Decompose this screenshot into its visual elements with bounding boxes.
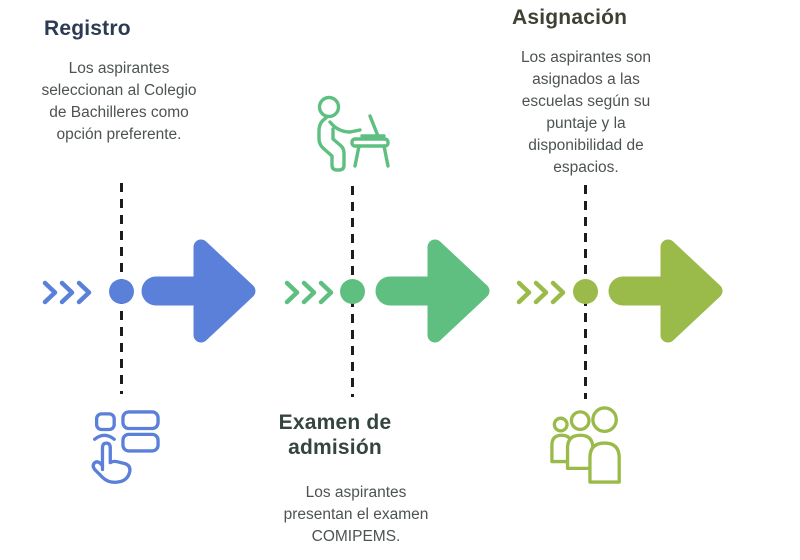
step-title-registro: Registro	[44, 17, 131, 40]
timeline-dot-2	[340, 279, 365, 304]
step-title-examen: Examen de admisión	[278, 411, 392, 459]
step-title-asignacion: Asignación	[512, 6, 628, 29]
big-arrow-icon	[141, 239, 256, 343]
group-of-people-icon	[550, 406, 621, 484]
hand-selecting-option-icon	[91, 410, 160, 484]
big-arrow-icon	[608, 239, 723, 343]
person-at-desk-icon	[317, 95, 390, 172]
triple-chevron-icon	[516, 280, 566, 305]
triple-chevron-icon	[42, 280, 92, 305]
triple-chevron-icon	[284, 280, 334, 305]
timeline-dot-3	[573, 279, 598, 304]
step-description-asignacion: Los aspirantes son asignados a las escue…	[520, 49, 652, 176]
timeline-dot-1	[109, 279, 134, 304]
step-description-examen: Los aspirantes presentan el examen COMIP…	[283, 484, 429, 545]
step-description-registro: Los aspirantes seleccionan al Colegio de…	[41, 60, 197, 143]
big-arrow-icon	[375, 239, 490, 343]
